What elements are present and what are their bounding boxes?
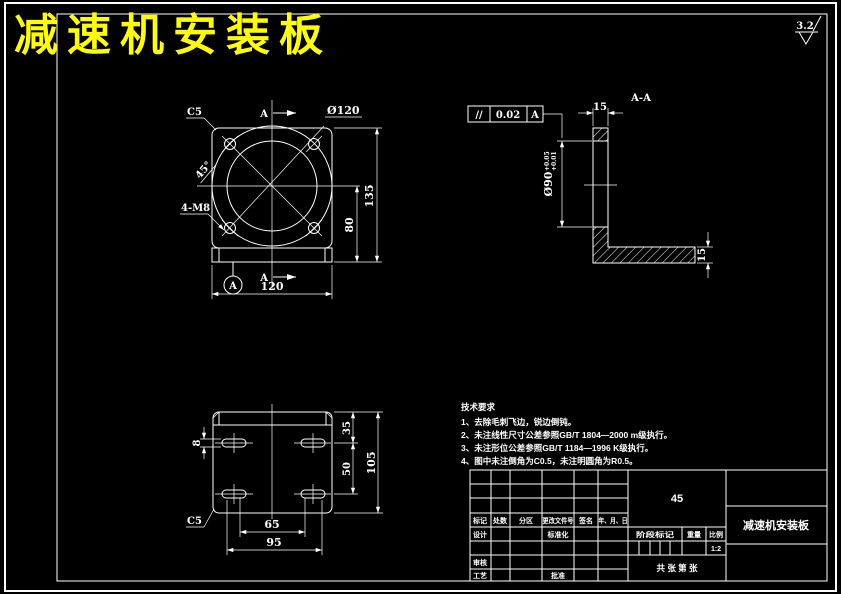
datum-symbol: A [223, 262, 243, 295]
tolerance-symbol: // [475, 110, 483, 121]
tech-req-line: 2、未注线性尺寸公差参照GB/T 1804—2000 m级执行。 [461, 430, 672, 440]
review-label: 审核 [473, 558, 487, 567]
dim-135: 135 [363, 185, 376, 208]
bottom-chamfer-label: C5 [187, 516, 202, 527]
section-view: A-A // 0.02 A [467, 93, 713, 278]
tolerance-frame: // 0.02 A [467, 105, 563, 138]
svg-text:A: A [259, 273, 268, 284]
dim-bore-tol-upper: +0.05 [544, 151, 551, 171]
dim-105: 105 [365, 452, 378, 475]
section-dim-wall: 15 [578, 102, 623, 126]
sheet-border [4, 2, 837, 592]
section-mark-bottom: A [259, 273, 296, 284]
dim-bore: Ø90 [542, 171, 555, 196]
tolerance-value: 0.02 [496, 110, 520, 121]
dim-65: 65 [264, 518, 279, 531]
bottom-view: 8 35 50 105 [186, 404, 383, 555]
section-mark-top: A [259, 109, 296, 120]
rev-header-date: 年、月、日 [599, 516, 628, 525]
dim-80: 80 [343, 217, 356, 233]
rev-header-docno: 更改文件号 [543, 516, 574, 525]
technical-requirements: 技术要求 1、去除毛刺飞边，锐边倒钝。 2、未注线性尺寸公差参照GB/T 180… [461, 402, 672, 466]
process-label: 工艺 [473, 571, 487, 580]
hatch-top [592, 127, 609, 142]
dim-50: 50 [342, 462, 353, 476]
tech-req-line: 3、未注形位公差参照GB/T 1184—1996 K级执行。 [461, 443, 653, 453]
chamfer-label: C5 [187, 107, 202, 118]
rev-header-signature: 签名 [578, 516, 593, 525]
svg-text:A: A [259, 109, 268, 120]
tech-req-line: 4、图中未注倒角为C0.5，未注明圆角为R0.5。 [461, 456, 638, 466]
material-value: 45 [671, 493, 683, 505]
front-view: C5 45° 4-M8 Ø120 A A [180, 100, 382, 299]
section-dim-bore: Ø90 +0.05 +0.01 [542, 140, 592, 228]
outer-border [4, 2, 837, 592]
dim-120: 120 [261, 280, 284, 293]
rev-header-count: 处数 [492, 516, 508, 525]
rev-header-zone: 分区 [519, 516, 533, 525]
inner-frame [56, 13, 828, 582]
bottom-dims-vertical: 35 50 105 [334, 411, 383, 514]
svg-text:15: 15 [697, 248, 708, 262]
section-dim-base: 15 [697, 232, 713, 278]
scale-header: 比例 [709, 530, 723, 539]
tapped-holes [221, 135, 323, 237]
approve-label: 批准 [551, 571, 565, 580]
standardization-label: 标准化 [547, 530, 569, 539]
stage-header: 阶段标记 [636, 530, 674, 539]
weight-header: 重量 [687, 530, 701, 539]
title-block: 标记 处数 分区 更改文件号 签名 年、月、日 设计 标准化 审核 工艺 批准 … [469, 469, 828, 582]
section-title: A-A [630, 93, 651, 104]
tech-req-heading: 技术要求 [461, 402, 496, 412]
bolt-circle-label: Ø120 [327, 104, 360, 117]
holes-label: 4-M8 [181, 203, 210, 214]
bottom-dim-slot-width: 8 [192, 427, 221, 459]
svg-text:8: 8 [192, 439, 203, 446]
surface-roughness-symbol: 3.2 [795, 15, 822, 45]
bottom-dims-horizontal: 65 95 [226, 498, 323, 555]
sheet-info: 共 张 第 张 [656, 563, 698, 573]
roughness-value: 3.2 [796, 21, 813, 32]
part-name: 减速机安装板 [743, 518, 810, 532]
base-outline [212, 411, 333, 514]
svg-text:15: 15 [593, 102, 607, 113]
scale-value: 1:2 [711, 546, 721, 553]
rev-header-mark: 标记 [472, 516, 487, 525]
svg-text:A: A [228, 281, 237, 292]
hatch-bottom [592, 226, 696, 264]
design-label: 设计 [473, 530, 487, 539]
tech-req-line: 1、去除毛刺飞边，锐边倒钝。 [461, 417, 576, 427]
drawing-title: 减速机安装板 [14, 11, 332, 60]
front-dimensions: 135 80 120 [211, 127, 382, 299]
dim-95: 95 [266, 536, 281, 549]
dim-bore-tol-lower: +0.01 [551, 151, 558, 171]
mounting-slots [221, 438, 326, 499]
dim-35: 35 [342, 421, 353, 435]
tolerance-datum: A [530, 110, 539, 121]
